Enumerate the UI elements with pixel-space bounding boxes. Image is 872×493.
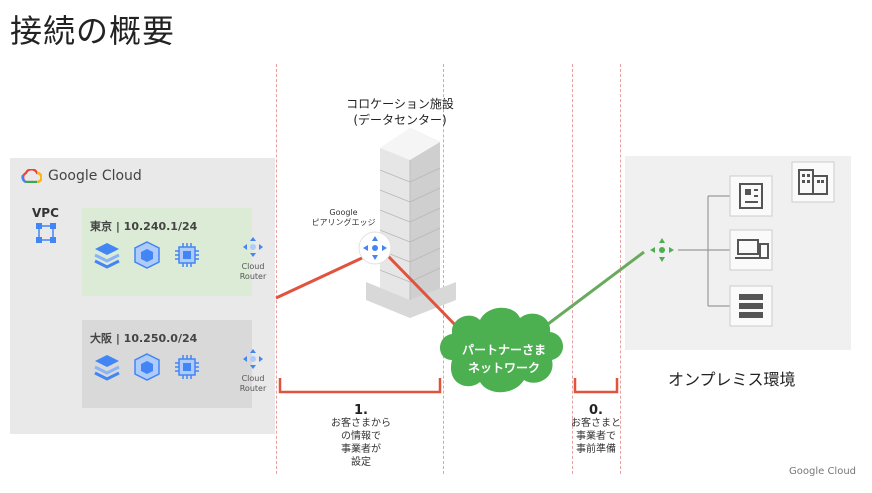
stack-icon [94,355,120,381]
step-1-line: の情報で [341,431,381,442]
region-osaka-label: 大阪 | 10.250.0/24 [90,332,198,345]
onprem-label: オンプレミス環境 [668,370,796,389]
step-0-label: 0. お客さまと 事業者で 事前準備 [560,404,632,456]
step-1-label: 1. お客さまから の情報で 事業者が 設定 [316,404,406,469]
boundary-line [572,64,573,474]
peering-edge-icon [358,231,392,265]
cube-icon [134,353,160,381]
boundary-line [276,64,277,474]
region-tokyo: 東京 | 10.240.1/24 [82,208,252,296]
vpc-icon [36,223,56,243]
cloud-router-osaka: Cloud Router [236,348,270,394]
cube-icon [134,241,160,269]
peering-edge-label-2: ピアリングエッジ [311,218,376,227]
step-0-line: 事業者で [576,431,616,442]
devices-icon [729,229,773,271]
google-cloud-logo-text: Google Cloud [48,168,142,184]
footer-logo-text: Google Cloud [789,466,857,477]
server-rack-icon [729,175,773,217]
brace-step-0 [573,378,619,394]
step-0-number: 0. [589,403,603,418]
step-0-line: お客さまと [571,418,621,429]
chip-icon [175,243,199,267]
boundary-line [443,64,444,474]
router-label: Router [239,384,267,393]
google-cloud-logo: Google Cloud [20,168,142,184]
partner-label-1: パートナーさま [462,343,546,357]
peering-edge-label: Google ピアリングエッジ [296,208,391,228]
brace-step-1 [278,378,442,394]
building-icon [366,128,456,318]
router-label: Cloud [241,374,265,383]
partner-label-2: ネットワーク [468,361,540,375]
peering-edge-label-1: Google [329,208,358,217]
step-1-line: 事業者が [341,444,381,455]
region-osaka: 大阪 | 10.250.0/24 [82,320,252,408]
router-icon [243,349,263,369]
step-0-line: 事前準備 [576,444,616,455]
region-tokyo-label: 東京 | 10.240.1/24 [90,220,198,233]
storage-icon [729,285,773,327]
step-1-line: お客さまから [331,418,391,429]
stack-icon [94,243,120,269]
onprem-router-icon [650,238,674,262]
router-label: Cloud [241,262,265,271]
page-title: 接続の概要 [10,12,176,50]
colocation-label-2: (データセンター) [353,113,447,127]
cloud-router-tokyo: Cloud Router [236,236,270,282]
vpc-label: VPC [32,206,59,220]
red-link-gcp [275,256,363,300]
step-1-number: 1. [354,403,368,418]
router-icon [243,237,263,257]
onprem-tree-lines [678,195,730,307]
partner-cloud-icon: パートナーさま ネットワーク [440,307,564,393]
office-building-icon [791,161,835,203]
chip-icon [175,355,199,379]
colocation-label-1: コロケーション施設 [346,97,454,111]
router-label: Router [239,272,267,281]
step-1-line: 設定 [351,457,371,468]
red-link-partner [386,254,464,334]
green-link-onprem [547,250,645,326]
colocation-label: コロケーション施設 (データセンター) [330,96,470,128]
google-cloud-icon [21,169,42,183]
